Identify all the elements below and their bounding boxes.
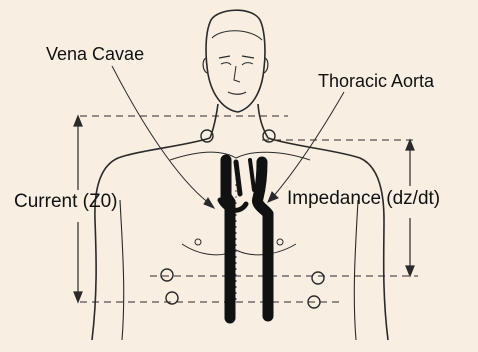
head (203, 10, 268, 112)
current-label: Current (Z0) (14, 192, 117, 211)
measurement-lines (80, 116, 418, 302)
vena-cava (226, 160, 230, 318)
aorta (257, 162, 268, 316)
vena-cavae-label: Vena Cavae (46, 45, 144, 63)
torso-outline (92, 104, 388, 340)
impedance-label: Impedance (dz/dt) (287, 189, 440, 208)
thoracic-aorta-label: Thoracic Aorta (318, 72, 434, 90)
great-vessels (220, 160, 268, 318)
